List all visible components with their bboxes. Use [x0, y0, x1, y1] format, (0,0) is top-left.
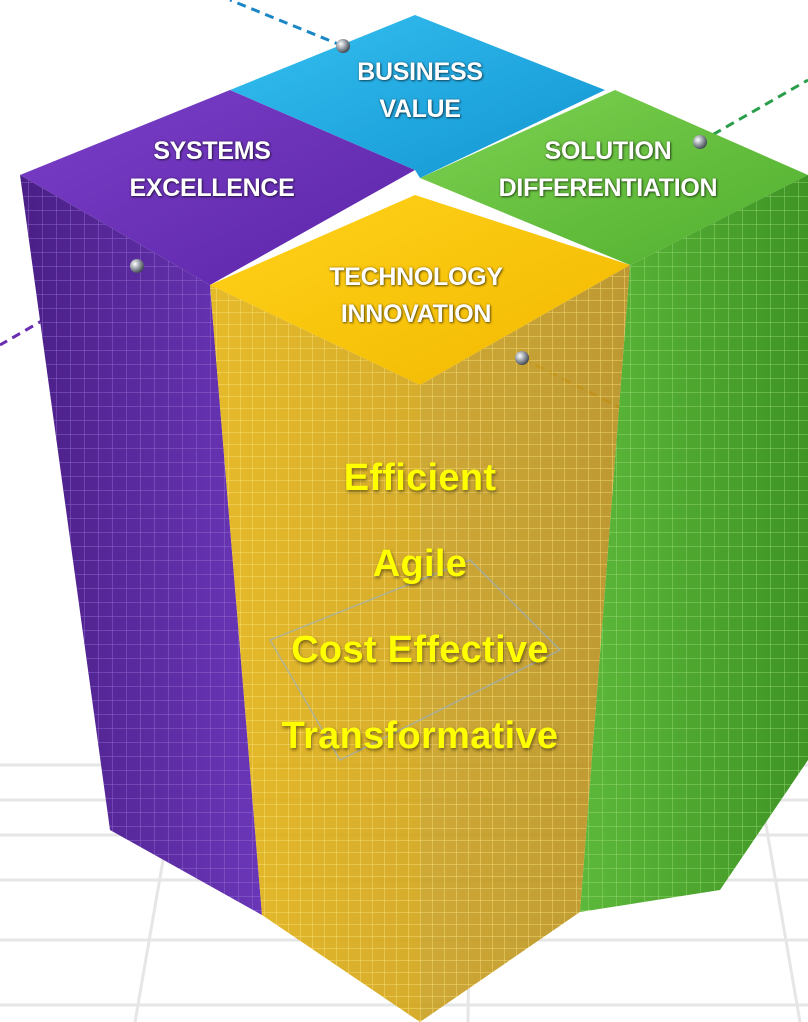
label-systems-excellence: SYSTEMS EXCELLENCE: [92, 133, 332, 207]
dot-systems-excellence: [130, 259, 144, 273]
attribute-efficient: Efficient: [343, 457, 497, 499]
label-line: TECHNOLOGY: [329, 263, 503, 291]
label-line: SYSTEMS: [153, 137, 271, 165]
connector-business-value: [229, 0, 344, 48]
attribute-cost-effective: Cost Effective: [291, 629, 549, 671]
attribute-agile: Agile: [372, 543, 468, 585]
label-line: VALUE: [379, 95, 461, 123]
label-line: DIFFERENTIATION: [498, 174, 718, 202]
pillar-solution-differentiation: [420, 90, 808, 912]
dot-solution-differentiation: [693, 135, 707, 149]
attribute-list: Efficient Agile Cost Effective Transform…: [220, 435, 620, 779]
label-business-value: BUSINESS VALUE: [300, 54, 540, 128]
label-line: BUSINESS: [357, 58, 483, 86]
connector-dots: [130, 39, 707, 365]
attribute-transformative: Transformative: [281, 715, 559, 757]
label-line: EXCELLENCE: [129, 174, 295, 202]
label-line: SOLUTION: [544, 137, 672, 165]
connector-solution-differentiation: [699, 78, 808, 144]
pillar-business-value: [230, 15, 605, 178]
pillar-technology-innovation: [210, 195, 630, 1022]
label-solution-differentiation: SOLUTION DIFFERENTIATION: [478, 133, 738, 207]
dot-business-value: [336, 39, 350, 53]
label-line: INNOVATION: [340, 300, 492, 328]
dot-technology-innovation: [515, 351, 529, 365]
label-technology-innovation: TECHNOLOGY INNOVATION: [296, 259, 536, 333]
pillar-systems-excellence: [20, 90, 415, 915]
